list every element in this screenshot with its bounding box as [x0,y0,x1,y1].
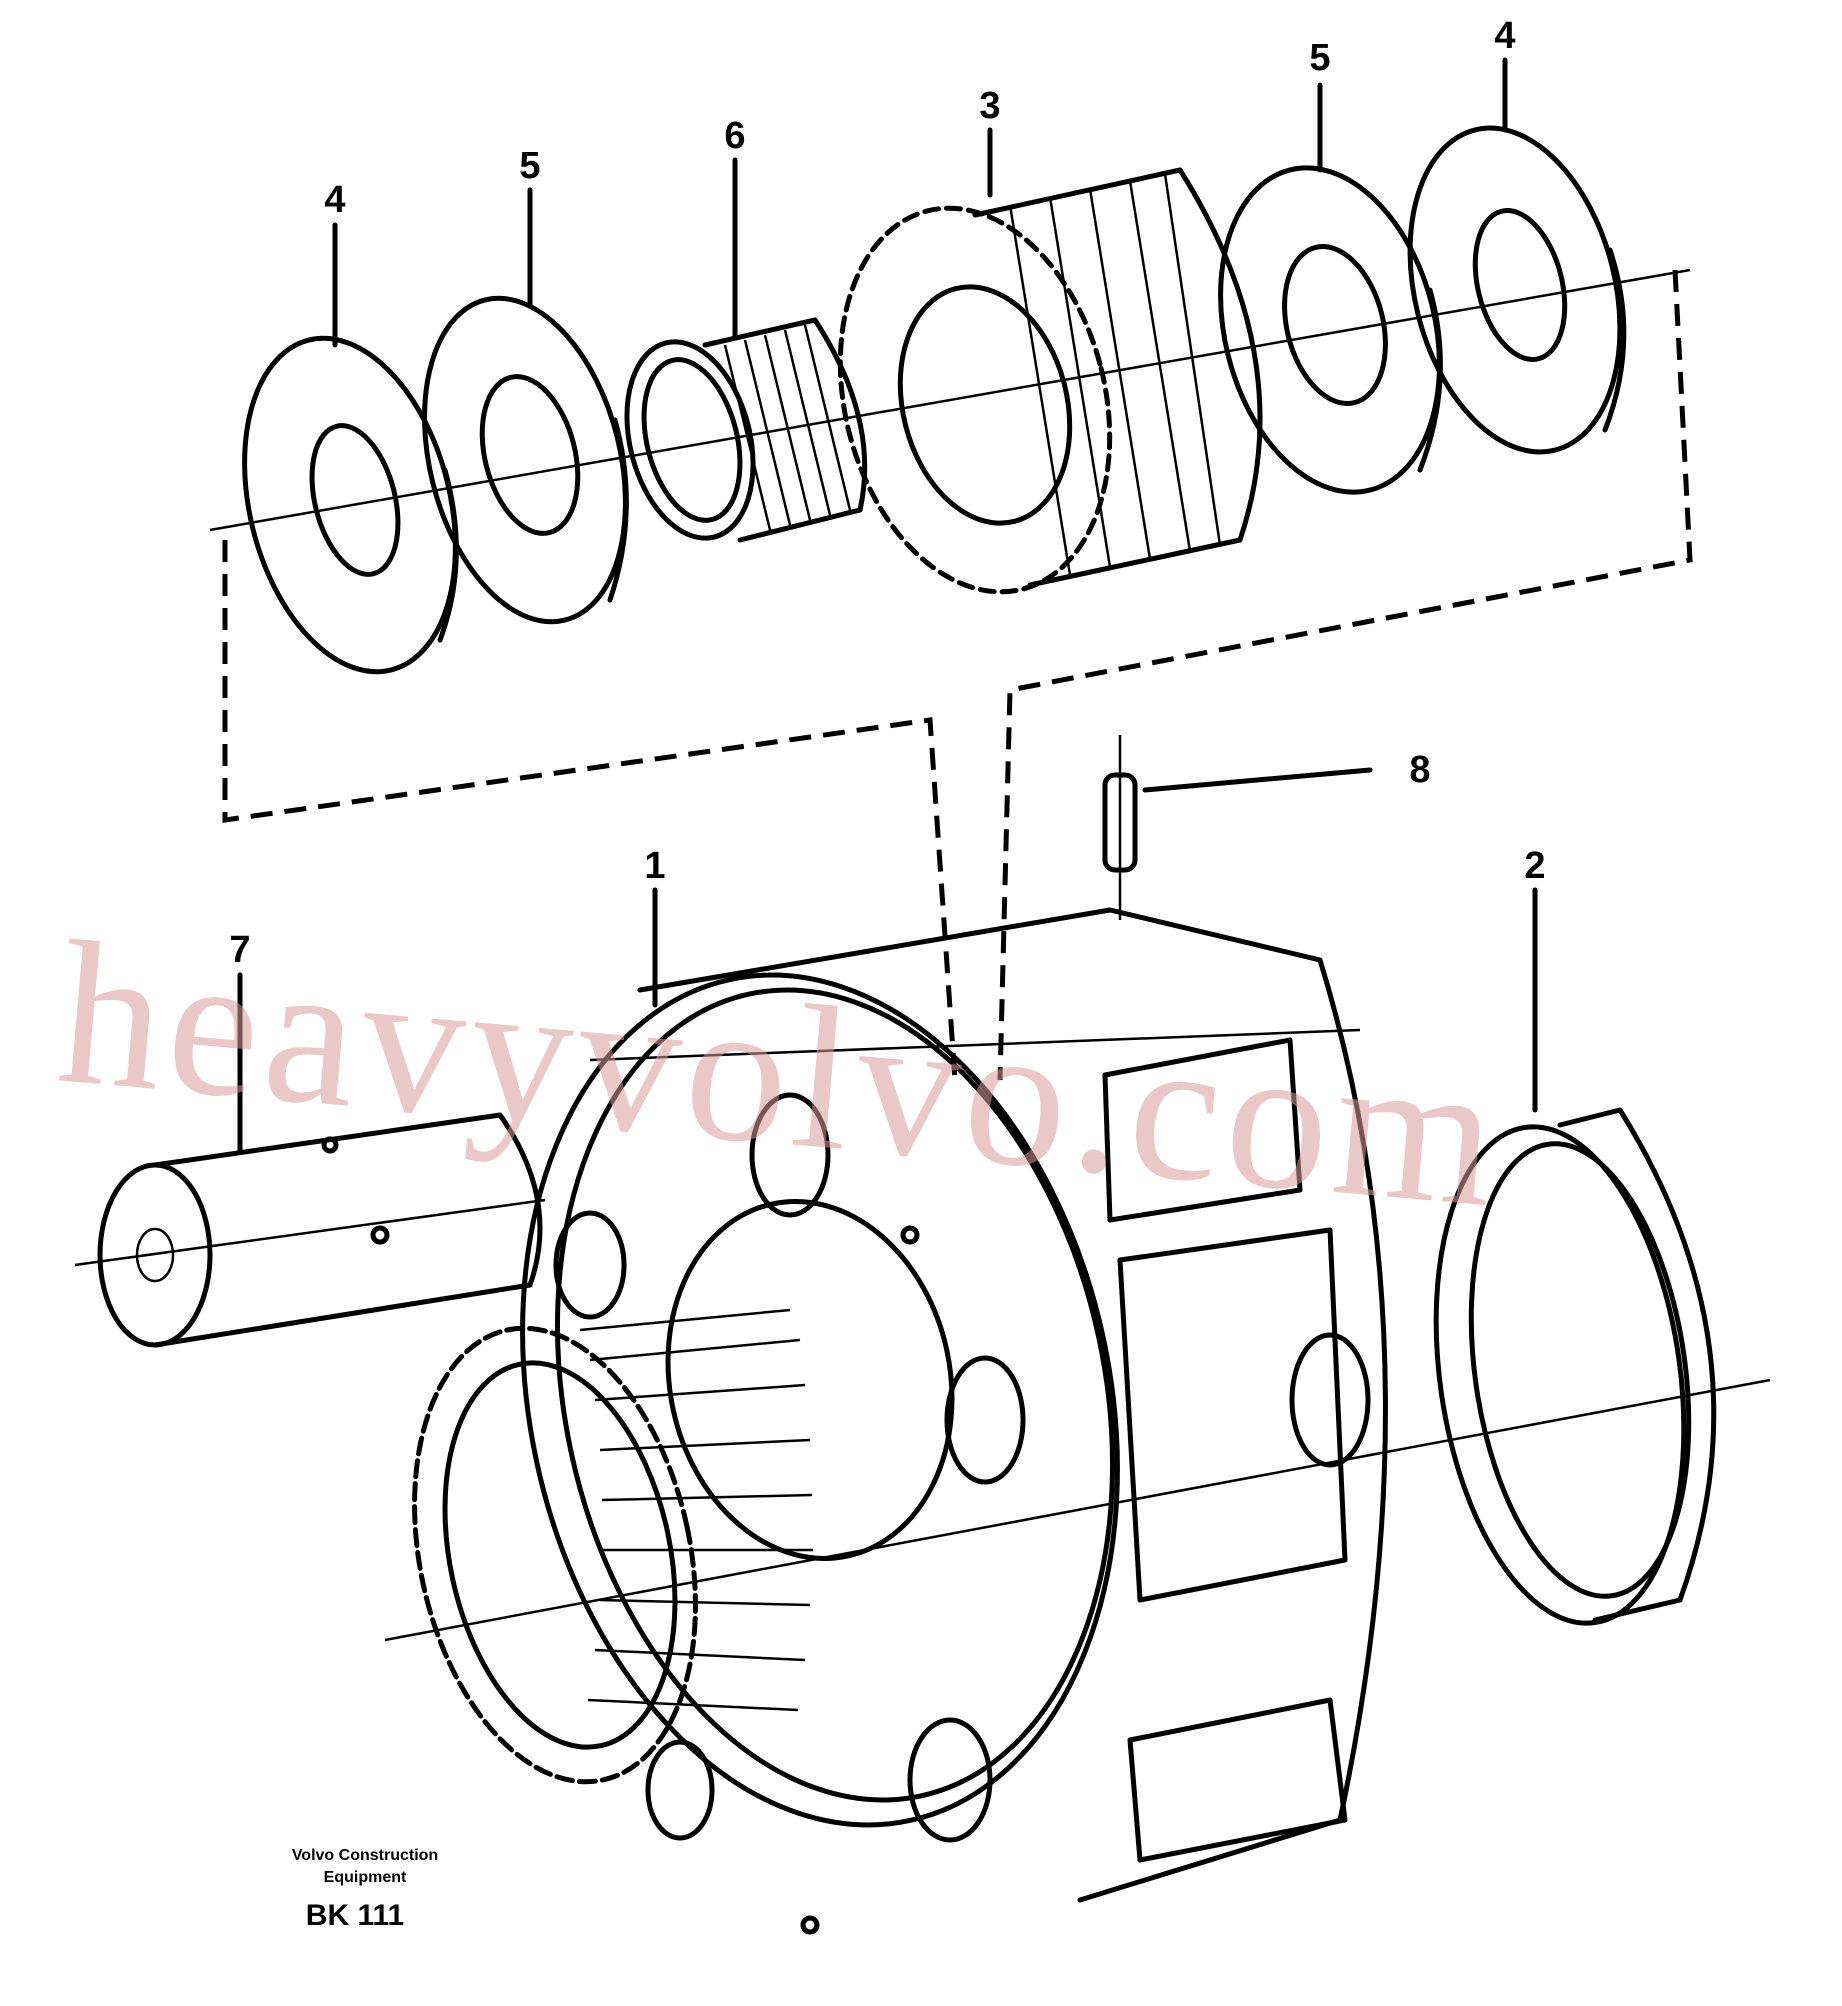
thrust-washer-right [1407,125,1627,455]
callout-5-left: 5 [519,145,540,187]
planet-carrier [412,907,1388,1935]
credit-line-1: Volvo Construction [292,1847,438,1864]
callout-1: 1 [644,845,665,887]
shim-washer-right [1218,165,1443,495]
needle-bearing [624,317,868,543]
callout-5-right: 5 [1309,37,1330,79]
credit-line-2: Equipment [324,1869,407,1886]
dowel-pin [1102,735,1138,920]
diagram-code: BK 111 [306,1899,404,1932]
planet-shaft [74,1112,546,1348]
planet-gear [837,167,1263,595]
callout-8: 8 [1409,749,1430,791]
callout-4-right: 4 [1494,15,1515,57]
callout-7: 7 [229,929,250,971]
shim-washer-left [422,295,629,625]
carrier-axis-line [589,1028,1361,1062]
bearing-ring [1433,1107,1717,1626]
thrust-washer-left [242,335,459,675]
lower-axis-line [384,1378,1771,1642]
assembly-guide-left [222,540,958,1081]
assembly-guide-right [997,269,1693,1081]
callout-leaders [237,57,1538,1153]
callout-4-left: 4 [324,179,345,221]
callout-3: 3 [979,85,1000,127]
callout-6: 6 [724,115,745,157]
callout-2: 2 [1524,845,1545,887]
upper-axis-line [209,268,1691,532]
